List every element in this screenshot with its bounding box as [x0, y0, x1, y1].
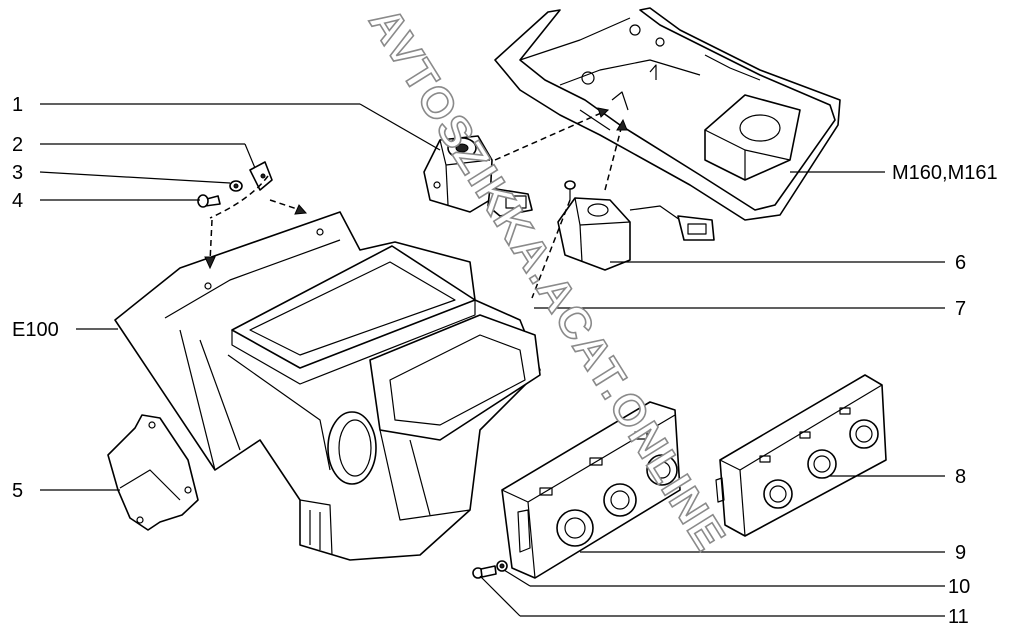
callout-5: 5	[12, 480, 23, 502]
overhead-console	[494, 7, 841, 221]
screw-11	[472, 565, 497, 579]
callout-9: 9	[955, 542, 966, 564]
washer-3	[229, 180, 243, 192]
callout-3: 3	[12, 162, 23, 184]
leader-lines	[39, 103, 945, 617]
screw-7	[564, 180, 576, 200]
screw-4	[197, 194, 221, 208]
callout-4: 4	[12, 190, 23, 212]
clip-2	[249, 161, 273, 191]
callout-1: 1	[12, 94, 23, 116]
callout-6: 6	[955, 252, 966, 274]
bracket-5	[107, 414, 199, 531]
callout-8: 8	[955, 466, 966, 488]
sensor-6	[557, 197, 715, 271]
climate-control-panel-9	[501, 401, 681, 579]
heater-housing	[114, 211, 541, 561]
callout-2: 2	[12, 134, 23, 156]
callout-10: 10	[948, 576, 970, 598]
callout-labels: 1 2 3 4 E100 5 M160,M161 6 7 8 9 10 11	[12, 94, 998, 628]
assembly-arrows	[204, 107, 628, 299]
callout-e100: E100	[12, 319, 59, 341]
climate-control-panel-8	[715, 374, 887, 537]
callout-7: 7	[955, 298, 966, 320]
washer-10	[496, 560, 508, 572]
callout-m160-m161: M160,M161	[892, 162, 998, 184]
actuator-motor	[423, 135, 533, 217]
callout-11: 11	[948, 606, 969, 628]
